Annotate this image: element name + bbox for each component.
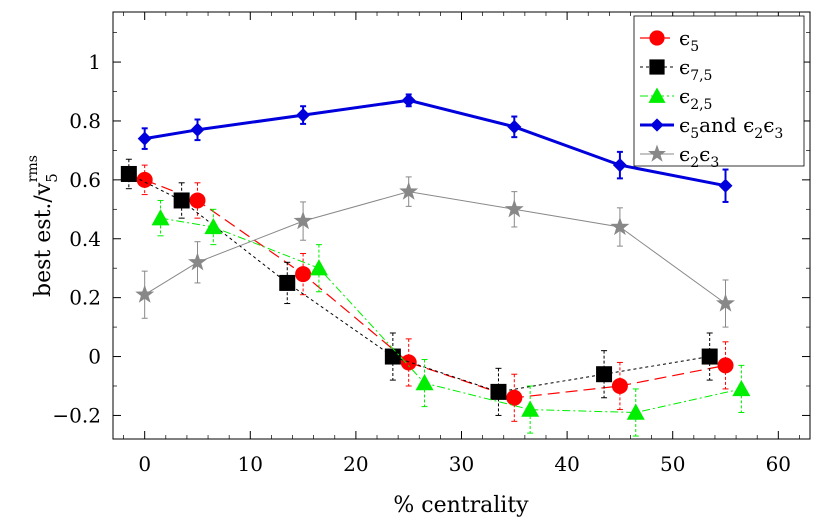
legend-label: ϵ5 [679,26,699,55]
marker-circle [611,377,628,394]
series-line [128,173,710,393]
svg-text:best est./v5rms: best est./v5rms [25,155,61,297]
marker-triangle [204,217,223,235]
y-tick-label: −0.2 [52,403,101,427]
x-tick-label: 60 [766,452,791,476]
legend-label-part: and ϵ [699,113,754,137]
marker-circle [295,266,312,283]
marker-star [399,181,419,200]
legend-label: ϵ7,5 [679,55,712,84]
marker-circle [400,354,417,371]
marker-square [173,192,190,209]
marker-diamond [650,118,664,132]
y-tick-labels: −0.2 0 0.2 0.4 0.6 0.8 1 [52,50,101,427]
legend-label-part: 2,5 [690,97,712,113]
legend-label: ϵ2,5 [679,84,712,113]
x-tick-label: 20 [343,452,368,476]
marker-circle [506,389,523,406]
series-2 [151,199,751,437]
legend-label-part: 2 [754,126,763,142]
series-line [144,179,726,399]
series-0 [136,164,734,422]
legend-label-part: 3 [774,126,783,142]
x-tick-label: 30 [449,452,474,476]
marker-star [648,144,666,162]
marker-diamond [190,122,205,137]
marker-triangle [151,209,170,226]
legend-label-part: ϵ [763,113,774,137]
series-layer [120,93,751,437]
legend-label-part: ϵ [699,142,710,166]
marker-diamond [137,131,152,146]
marker-triangle [415,374,434,391]
legend-label-part: 5 [690,39,699,55]
legend-label-part: ϵ [679,55,690,79]
axis-ticks [113,12,810,439]
series-3 [137,93,733,203]
marker-square [490,383,507,400]
marker-diamond [401,93,416,108]
legend-label: ϵ2ϵ3 [679,142,719,171]
marker-circle [717,357,734,374]
marker-square [279,274,296,291]
legend-label: ϵ5and ϵ2ϵ3 [679,113,783,142]
series-1 [120,158,718,416]
marker-circle [189,192,206,209]
marker-triangle [648,87,666,103]
marker-star [293,211,313,230]
marker-diamond [507,119,522,134]
legend-label-part: 5 [690,126,699,142]
y-axis-label: best est./v5rms [25,155,61,297]
marker-circle [136,171,153,188]
series-4 [135,176,735,328]
marker-star [188,252,207,271]
marker-triangle [309,259,328,276]
marker-diamond [296,108,311,123]
legend-label-part: ϵ [679,26,690,50]
marker-circle [649,30,665,46]
legend-label-part: ϵ [679,84,690,108]
marker-star [610,217,630,236]
x-axis-label: % centrality [393,493,529,518]
x-tick-label: 40 [554,452,579,476]
marker-square [384,348,401,365]
marker-diamond [718,178,733,193]
legend-label-part: ϵ [679,113,690,137]
y-tick-label: 0.6 [69,168,101,192]
y-tick-label: 1 [88,50,101,74]
y-tick-label: 0.2 [69,286,101,310]
marker-star [504,199,524,218]
y-axis-label-sup: rms [25,155,41,182]
marker-square [649,59,665,75]
y-axis-label-main: best est./v [31,182,56,297]
series-line [144,191,726,304]
y-tick-label: 0.4 [69,227,101,251]
marker-star [716,293,735,312]
x-tick-label: 10 [238,452,263,476]
marker-star [135,284,155,303]
legend-label-part: ϵ [679,142,690,166]
y-tick-label: 0 [88,345,101,369]
legend-label-part: 3 [710,155,719,171]
x-tick-label: 50 [660,452,685,476]
marker-square [120,165,137,182]
y-tick-label: 0.8 [69,109,101,133]
marker-square [701,348,718,365]
x-tick-labels: 0 10 20 30 40 50 60 [138,452,791,476]
marker-triangle [626,403,645,420]
marker-triangle [521,400,540,417]
legend-label-part: 7,5 [690,68,712,84]
series-line [160,217,742,414]
marker-diamond [612,158,627,173]
x-tick-label: 0 [138,452,151,476]
marker-triangle [732,379,751,397]
legend-label-part: 2 [690,155,699,171]
y-axis-label-sub: 5 [43,173,61,183]
marker-square [596,366,613,383]
